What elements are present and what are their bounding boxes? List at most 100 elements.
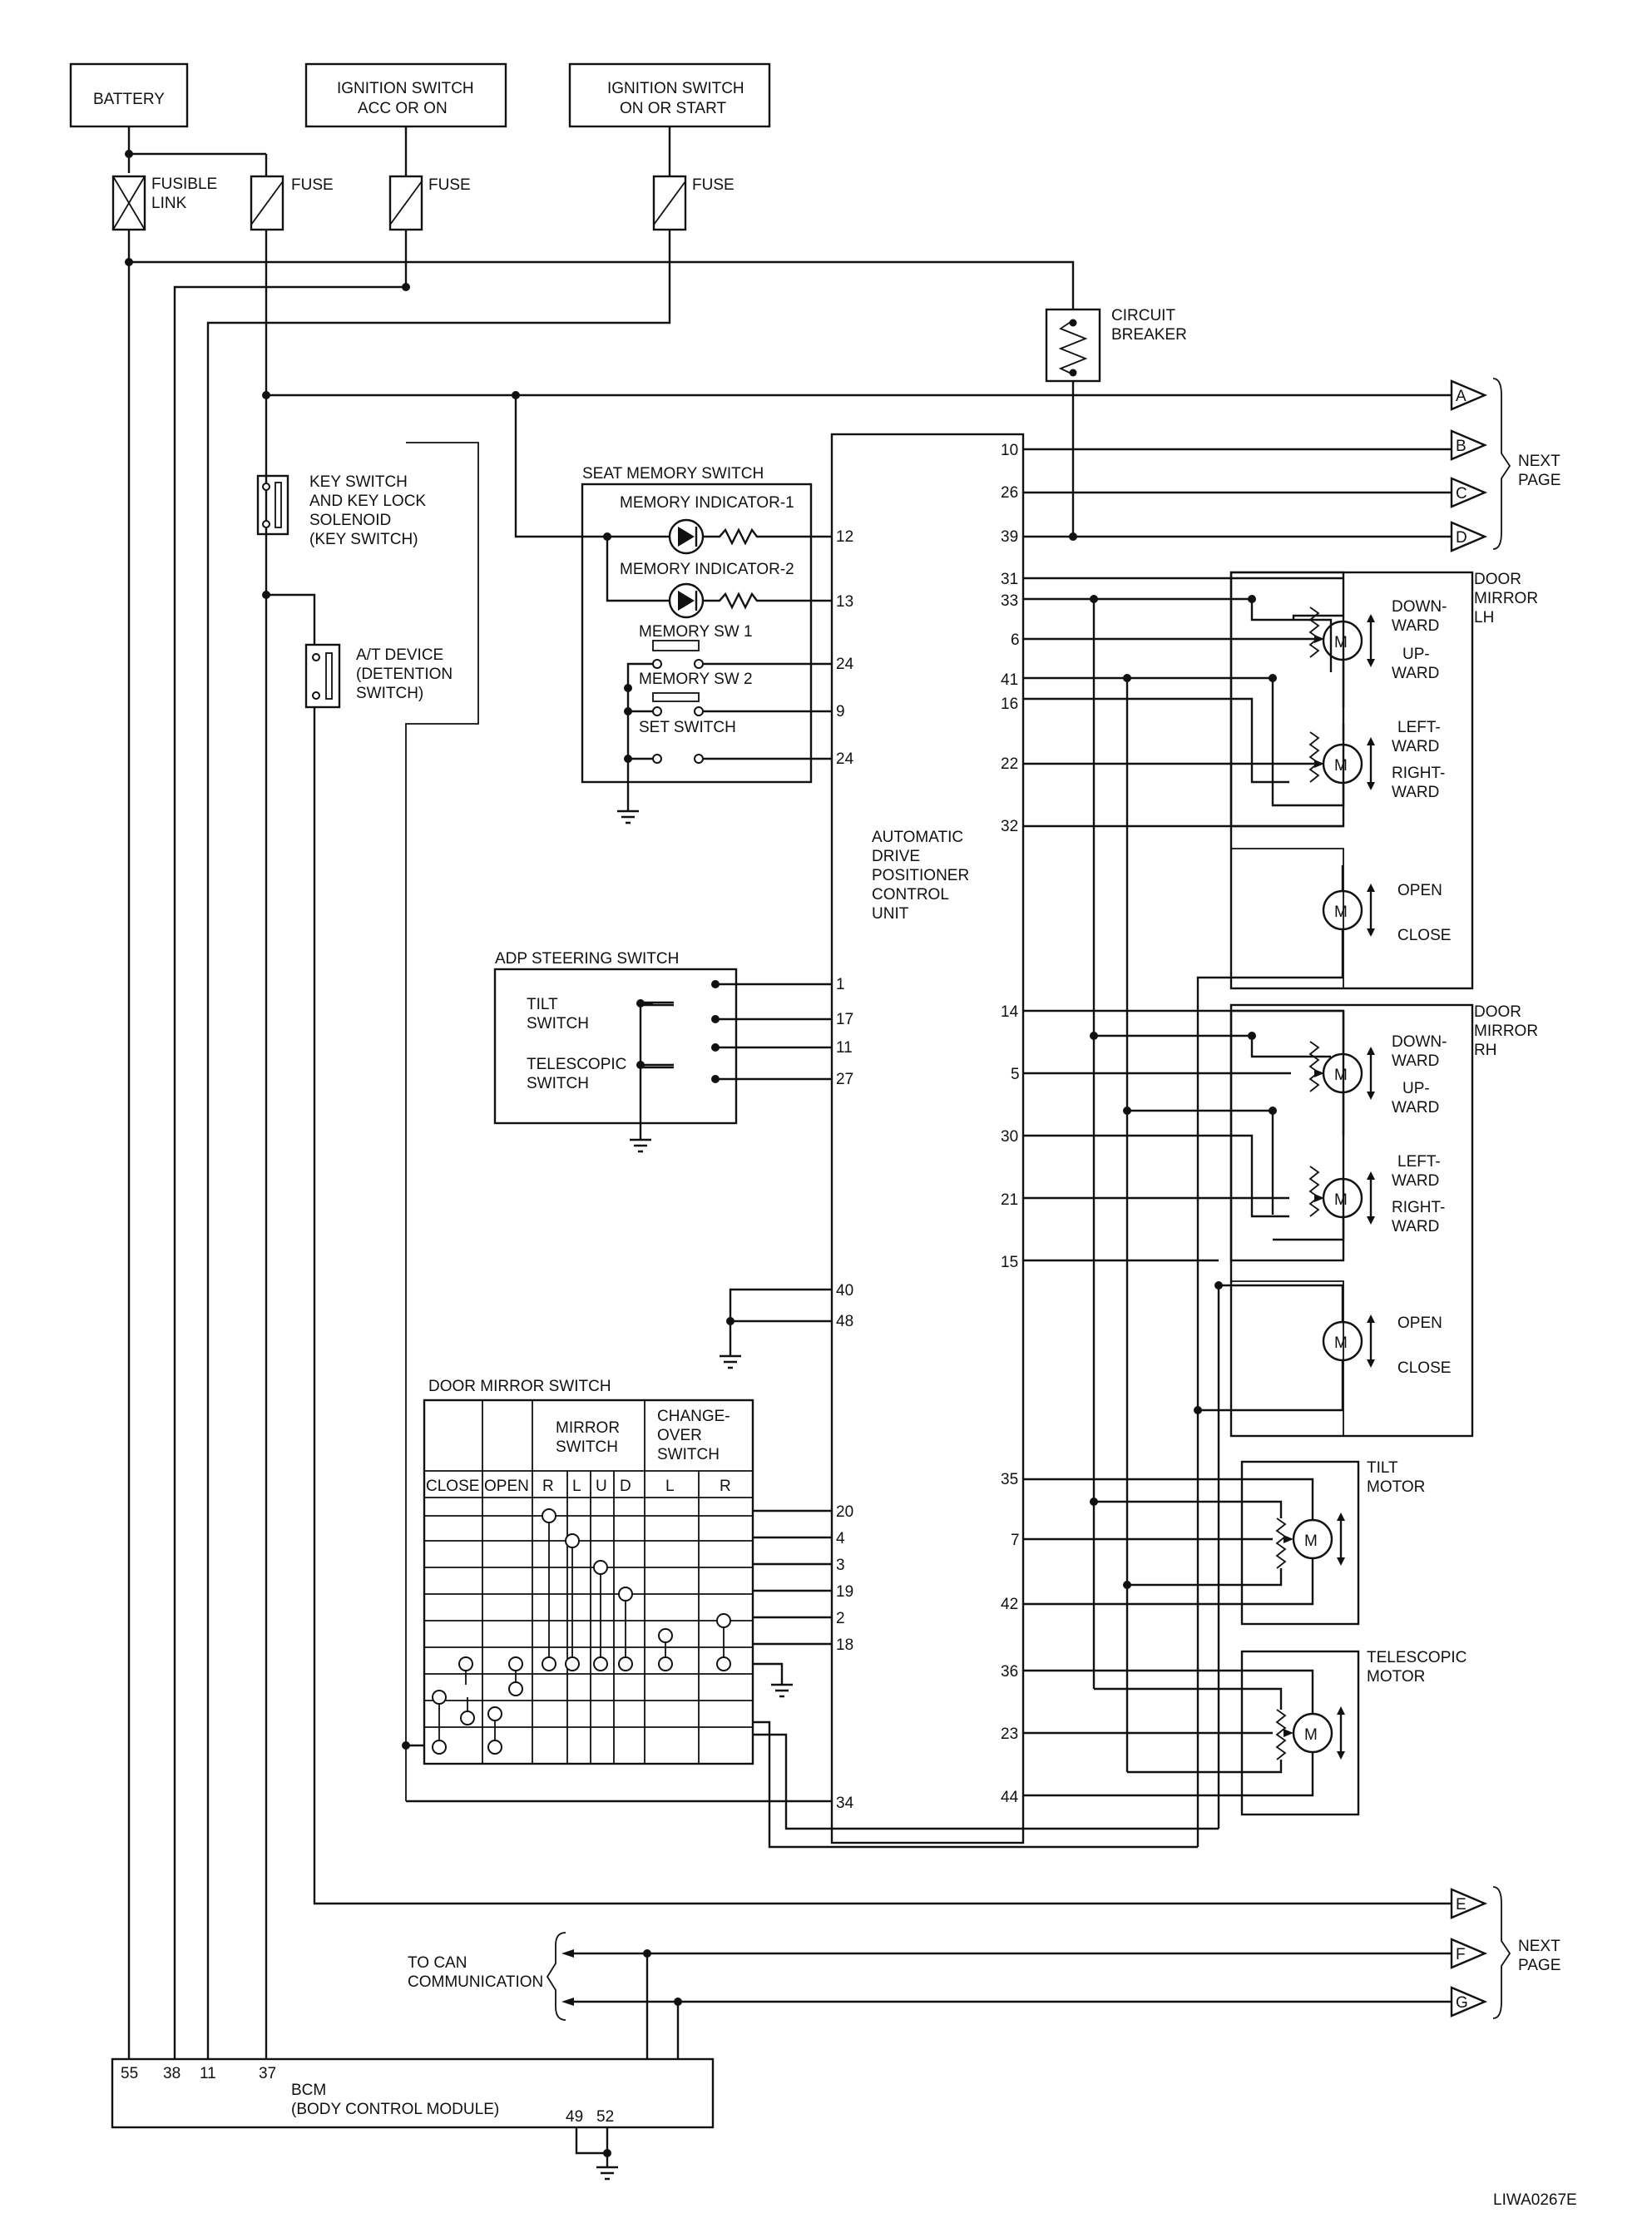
control-unit-label-2: DRIVE: [872, 848, 920, 865]
key-switch-label-2: AND KEY LOCK: [309, 493, 426, 510]
key-switch-label-4: (KEY SWITCH): [309, 531, 418, 548]
next-page-top-1: NEXT: [1518, 453, 1560, 470]
connector-e-label: E: [1456, 1896, 1467, 1914]
mirror-rh-label-3: RH: [1474, 1042, 1496, 1059]
connector-c-label: C: [1456, 485, 1467, 503]
fusible-link-label-2: LINK: [151, 195, 187, 212]
fuse-3-label: FUSE: [692, 176, 734, 194]
pin-48: 48: [836, 1313, 853, 1330]
connector-f-label: F: [1456, 1946, 1466, 1963]
can-label-1: TO CAN: [408, 1954, 467, 1972]
pin-40: 40: [836, 1282, 853, 1300]
pin-22: 22: [1001, 755, 1018, 773]
tilt-motor-label-2: MOTOR: [1367, 1478, 1425, 1496]
ignition-on-label-1: IGNITION SWITCH: [607, 80, 744, 97]
col-close: CLOSE: [426, 1478, 479, 1495]
adp-title: ADP STEERING SWITCH: [495, 950, 679, 968]
motor-m-glyph: M: [1304, 1532, 1318, 1550]
ignition-acc-box: IGNITION SWITCH ACC OR ON: [304, 62, 507, 128]
mirror-rh-updown-motor: M DOWN- WARD UP- WARD: [1308, 1033, 1447, 1116]
col-changeover-r: R: [720, 1478, 731, 1495]
fuse-2: FUSE: [388, 175, 471, 231]
tilt-motor-label-1: TILT: [1367, 1459, 1398, 1477]
pin-14: 14: [1001, 1003, 1019, 1021]
leftward-label-rh-2: WARD: [1392, 1172, 1439, 1190]
pin-36: 36: [1001, 1663, 1018, 1681]
pin-15: 15: [1001, 1254, 1018, 1271]
next-page-bottom-2: PAGE: [1518, 1957, 1560, 1974]
pin-27: 27: [836, 1071, 853, 1088]
upward-label-rh-2: WARD: [1392, 1099, 1439, 1116]
motor-m-glyph: M: [1334, 1334, 1348, 1352]
mirror-lh-label-3: LH: [1474, 609, 1494, 626]
upward-label-1: UP-: [1402, 646, 1430, 663]
pin-41: 41: [1001, 671, 1018, 689]
telescopic-switch-label-2: SWITCH: [527, 1075, 589, 1092]
pin-23: 23: [1001, 1725, 1018, 1743]
col-l: L: [572, 1478, 581, 1495]
pin-34: 34: [836, 1795, 854, 1812]
mirror-switch-header-2: SWITCH: [556, 1438, 618, 1456]
motor-m-glyph: M: [1334, 1191, 1348, 1209]
memory-sw-1-label: MEMORY SW 1: [639, 623, 753, 641]
pin-12: 12: [836, 528, 853, 546]
bcm-label-1: BCM: [291, 2082, 326, 2099]
pin-4: 4: [836, 1530, 845, 1547]
bcm-pin-55: 55: [121, 2065, 138, 2082]
pin-19: 19: [836, 1583, 853, 1601]
telescopic-motor-label-2: MOTOR: [1367, 1668, 1425, 1686]
mirror-switch-title: DOOR MIRROR SWITCH: [428, 1378, 611, 1395]
open-label-lh: OPEN: [1397, 882, 1442, 899]
fuse-3: FUSE: [652, 175, 734, 231]
upward-label-rh-1: UP-: [1402, 1080, 1430, 1097]
memory-indicator-2-label: MEMORY INDICATOR-2: [620, 561, 794, 578]
connector-a-label: A: [1456, 388, 1467, 405]
tilt-switch-label-2: SWITCH: [527, 1015, 589, 1032]
col-u: U: [596, 1478, 607, 1495]
bcm-pin-38: 38: [163, 2065, 181, 2082]
figure-id: LIWA0267E: [1493, 2191, 1577, 2209]
col-d: D: [620, 1478, 631, 1495]
door-mirror-rh: DOOR MIRROR RH: [1229, 1003, 1538, 1438]
rightward-label-1: RIGHT-: [1392, 765, 1445, 782]
col-changeover-l: L: [665, 1478, 675, 1495]
bcm-pin-49: 49: [566, 2108, 583, 2126]
bcm-label-2: (BODY CONTROL MODULE): [291, 2101, 499, 2118]
close-label-rh: CLOSE: [1397, 1359, 1451, 1377]
pin-13: 13: [836, 593, 853, 611]
pin-1: 1: [836, 976, 845, 993]
pin-32: 32: [1001, 818, 1018, 835]
ignition-on-box: IGNITION SWITCH ON OR START: [568, 62, 771, 128]
mirror-lh-leftright-motor: M LEFT- WARD RIGHT- WARD: [1289, 719, 1445, 801]
open-label-rh: OPEN: [1397, 1314, 1442, 1332]
fusible-link-label-1: FUSIBLE: [151, 176, 217, 193]
at-device: A/T DEVICE (DETENTION SWITCH): [304, 643, 453, 709]
leftward-label-2: WARD: [1392, 738, 1439, 755]
mirror-lh-fold-motor: M OPEN CLOSE: [1322, 882, 1451, 944]
connector-d-label: D: [1456, 529, 1467, 547]
next-page-bottom-1: NEXT: [1518, 1938, 1560, 1955]
at-device-label-1: A/T DEVICE: [356, 646, 443, 664]
connector-g: G: [1450, 1986, 1488, 2018]
control-unit-label-1: AUTOMATIC: [872, 829, 963, 846]
mirror-switch-header-1: MIRROR: [556, 1419, 620, 1437]
mirror-rh-label-1: DOOR: [1474, 1003, 1521, 1021]
rightward-label-2: WARD: [1392, 784, 1439, 801]
pin-20: 20: [836, 1503, 853, 1521]
connector-d: D: [1450, 521, 1488, 552]
downward-label-rh-1: DOWN-: [1392, 1033, 1447, 1051]
changeover-header-1: CHANGE-: [657, 1408, 730, 1425]
pin-44: 44: [1001, 1789, 1019, 1806]
bcm-pin-37: 37: [259, 2065, 276, 2082]
connector-e: E: [1450, 1888, 1488, 1919]
fuse-1: FUSE: [250, 175, 334, 231]
telescopic-motor: TELESCOPIC MOTOR M: [1240, 1649, 1467, 1816]
telescopic-motor-label-1: TELESCOPIC: [1367, 1649, 1467, 1666]
door-mirror-switch: DOOR MIRROR SWITCH MIRROR SWITCH CHANGE-…: [423, 1378, 754, 1765]
mirror-lh-label-2: MIRROR: [1474, 590, 1538, 607]
bcm-pin-52: 52: [596, 2108, 614, 2126]
pin-6: 6: [1011, 631, 1020, 649]
pin-9: 9: [836, 703, 845, 720]
